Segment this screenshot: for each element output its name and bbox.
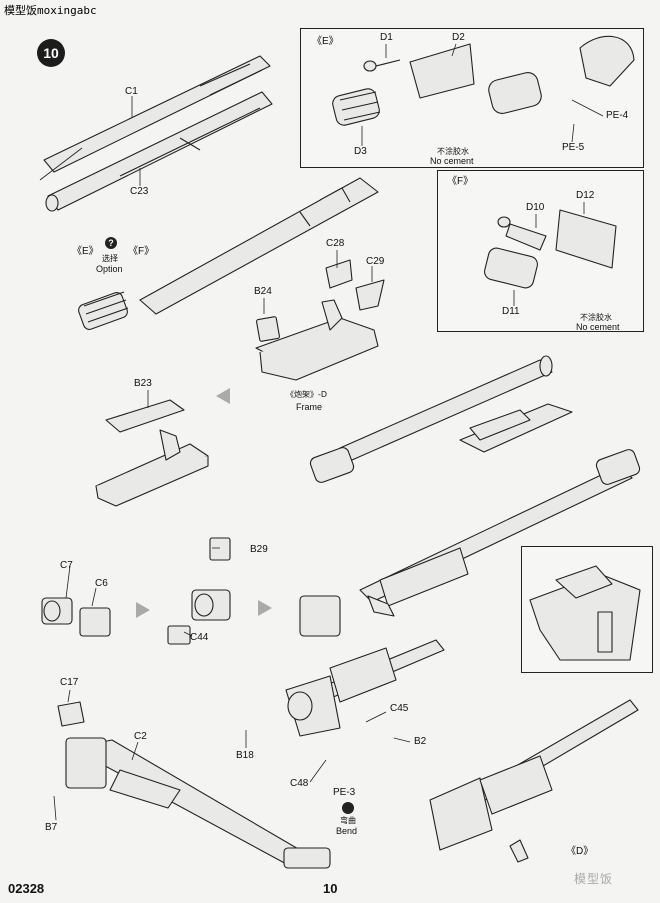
label-no-cement-e: No cement: [430, 156, 474, 166]
bend-icon: [342, 802, 354, 814]
label-inset-f: 《F》: [447, 176, 474, 187]
label-no-cement-cn-e: 不涂胶水: [437, 147, 469, 156]
label-c44: C44: [190, 632, 209, 643]
label-bend-cn: 弯曲: [340, 816, 356, 825]
label-b29: B29: [250, 544, 268, 555]
frame-b23-illustration: [95, 399, 209, 507]
kit-code: 02328: [8, 881, 45, 896]
label-b23: B23: [134, 378, 152, 389]
question-icon: ?: [105, 237, 117, 249]
barrel-option-illustration: [78, 177, 379, 330]
label-no-cement-f: No cement: [576, 322, 620, 332]
inset-f-parts: [484, 209, 617, 289]
frame-b24-illustration: [255, 259, 385, 381]
label-d2: D2: [452, 32, 465, 43]
label-c45: C45: [390, 703, 409, 714]
bottom-left-barrel-illustration: [57, 701, 331, 869]
label-frame: Frame: [296, 402, 323, 412]
label-f-option: 《F》: [128, 246, 155, 257]
inset-e-parts: [332, 35, 635, 126]
barrel-c1-illustration: [43, 55, 273, 212]
label-inset-e: 《E》: [312, 36, 339, 47]
label-bend: Bend: [336, 826, 358, 836]
label-c23: C23: [130, 186, 149, 197]
barrel-with-mount-illustration: [299, 449, 641, 637]
label-c1: C1: [125, 86, 138, 97]
label-option: Option: [96, 264, 123, 274]
page-number: 10: [323, 881, 338, 896]
breech-assembly-mid-illustration: [285, 639, 445, 737]
label-choose-cn: 选择: [102, 254, 118, 263]
assembled-barrel-illustration: [309, 355, 573, 483]
label-pe4: PE-4: [606, 110, 629, 121]
label-c2: C2: [134, 731, 147, 742]
label-frame-cn: 《炮架》-D: [286, 390, 328, 399]
label-e-option: 《E》: [72, 246, 99, 257]
label-c17: C17: [60, 677, 79, 688]
inset-detail-parts: [529, 565, 641, 661]
label-c6: C6: [95, 578, 108, 589]
site-logo: 模型饭: [574, 872, 614, 886]
label-b7: B7: [45, 822, 58, 833]
label-b24: B24: [254, 286, 272, 297]
watermark-text: 模型饭moxingabc: [4, 4, 97, 17]
label-b18: B18: [236, 750, 254, 761]
bottom-right-barrel-illustration: [429, 699, 639, 863]
breech-b29-illustration: [167, 537, 231, 645]
label-b2: B2: [414, 736, 427, 747]
label-c7: C7: [60, 560, 73, 571]
label-c29: C29: [366, 256, 385, 267]
label-pe5: PE-5: [562, 142, 585, 153]
step-number-badge: 10: [37, 39, 65, 67]
label-d10: D10: [526, 202, 545, 213]
breech-c7-c6-illustration: [41, 597, 111, 637]
label-d-view: 《D》: [566, 846, 594, 857]
label-c28: C28: [326, 238, 345, 249]
label-c48: C48: [290, 778, 309, 789]
label-pe3: PE-3: [333, 787, 356, 798]
label-no-cement-cn-f: 不涂胶水: [580, 313, 612, 322]
label-d1: D1: [380, 32, 393, 43]
label-d11: D11: [502, 306, 520, 317]
label-d12: D12: [576, 190, 595, 201]
label-d3: D3: [354, 146, 367, 157]
